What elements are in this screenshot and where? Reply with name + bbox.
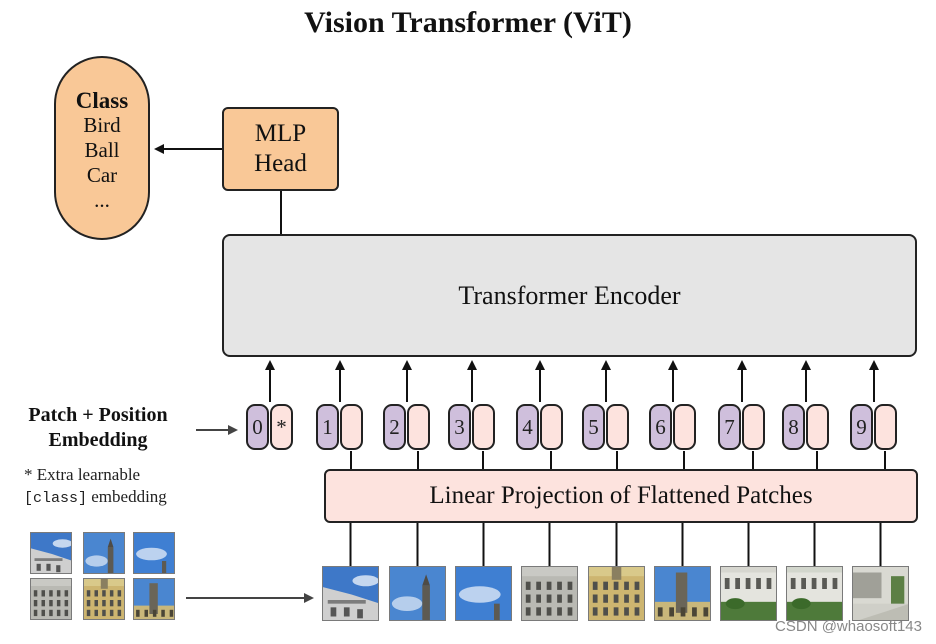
class-item: Bird bbox=[83, 113, 121, 137]
image-patch-3 bbox=[455, 566, 512, 621]
image-patch-8 bbox=[786, 566, 843, 621]
class-token-note-rest: embedding bbox=[87, 487, 167, 506]
patch-embedding-7 bbox=[742, 404, 765, 450]
class-token-note-line2: [class] embedding bbox=[24, 487, 167, 507]
source-image-tile bbox=[30, 578, 72, 620]
image-patch-1 bbox=[322, 566, 379, 621]
image-patch-6 bbox=[654, 566, 711, 621]
patch-embedding-1 bbox=[340, 404, 363, 450]
patch-embedding-3 bbox=[472, 404, 495, 450]
mlp-head-label-line1: MLP bbox=[254, 120, 307, 147]
patch-embedding-6 bbox=[673, 404, 696, 450]
class-token-mono: [class] bbox=[24, 490, 88, 507]
image-patch-9 bbox=[852, 566, 909, 621]
linear-projection-label: Linear Projection of Flattened Patches bbox=[429, 482, 813, 509]
position-embedding-2: 2 bbox=[383, 404, 406, 450]
class-header: Class bbox=[75, 88, 129, 113]
position-embedding-4: 4 bbox=[516, 404, 539, 450]
source-image-tile bbox=[133, 532, 175, 574]
transformer-encoder-label: Transformer Encoder bbox=[458, 280, 681, 310]
image-patch-4 bbox=[521, 566, 578, 621]
patch-embedding-5 bbox=[606, 404, 629, 450]
class-item: ... bbox=[94, 188, 110, 212]
mlp-head-box: MLP Head bbox=[222, 107, 339, 191]
source-image-tile bbox=[30, 532, 72, 574]
patch-embedding-4 bbox=[540, 404, 563, 450]
position-embedding-9: 9 bbox=[850, 404, 873, 450]
class-output-box: Class Bird Ball Car ... bbox=[54, 56, 150, 240]
watermark: CSDN @whaosoft143 bbox=[775, 618, 922, 635]
position-embedding-8: 8 bbox=[782, 404, 805, 450]
position-embedding-3: 3 bbox=[448, 404, 471, 450]
patch-position-embedding-label: Patch + Position Embedding bbox=[0, 403, 196, 453]
transformer-encoder-box: Transformer Encoder bbox=[222, 234, 917, 357]
source-image-tile bbox=[133, 578, 175, 620]
embedding-label-line1: Patch + Position bbox=[28, 404, 168, 426]
image-patch-7 bbox=[720, 566, 777, 621]
embedding-label-line2: Embedding bbox=[48, 429, 148, 451]
image-patch-2 bbox=[389, 566, 446, 621]
class-item: Car bbox=[86, 163, 118, 187]
class-token-note-line1: * Extra learnable bbox=[24, 465, 141, 484]
position-embedding-6: 6 bbox=[649, 404, 672, 450]
diagram-title: Vision Transformer (ViT) bbox=[304, 6, 632, 39]
patch-embedding-2 bbox=[407, 404, 430, 450]
image-patch-5 bbox=[588, 566, 645, 621]
source-image-tile bbox=[83, 578, 125, 620]
class-item: Ball bbox=[84, 138, 120, 162]
mlp-head-label-line2: Head bbox=[254, 150, 307, 177]
patch-embedding-9 bbox=[874, 404, 897, 450]
class-token-embedding: * bbox=[270, 404, 293, 450]
position-embedding-0: 0 bbox=[246, 404, 269, 450]
source-image-tile bbox=[83, 532, 125, 574]
patch-embedding-8 bbox=[806, 404, 829, 450]
position-embedding-7: 7 bbox=[718, 404, 741, 450]
position-embedding-5: 5 bbox=[582, 404, 605, 450]
linear-projection-box: Linear Projection of Flattened Patches bbox=[324, 469, 918, 523]
position-embedding-1: 1 bbox=[316, 404, 339, 450]
